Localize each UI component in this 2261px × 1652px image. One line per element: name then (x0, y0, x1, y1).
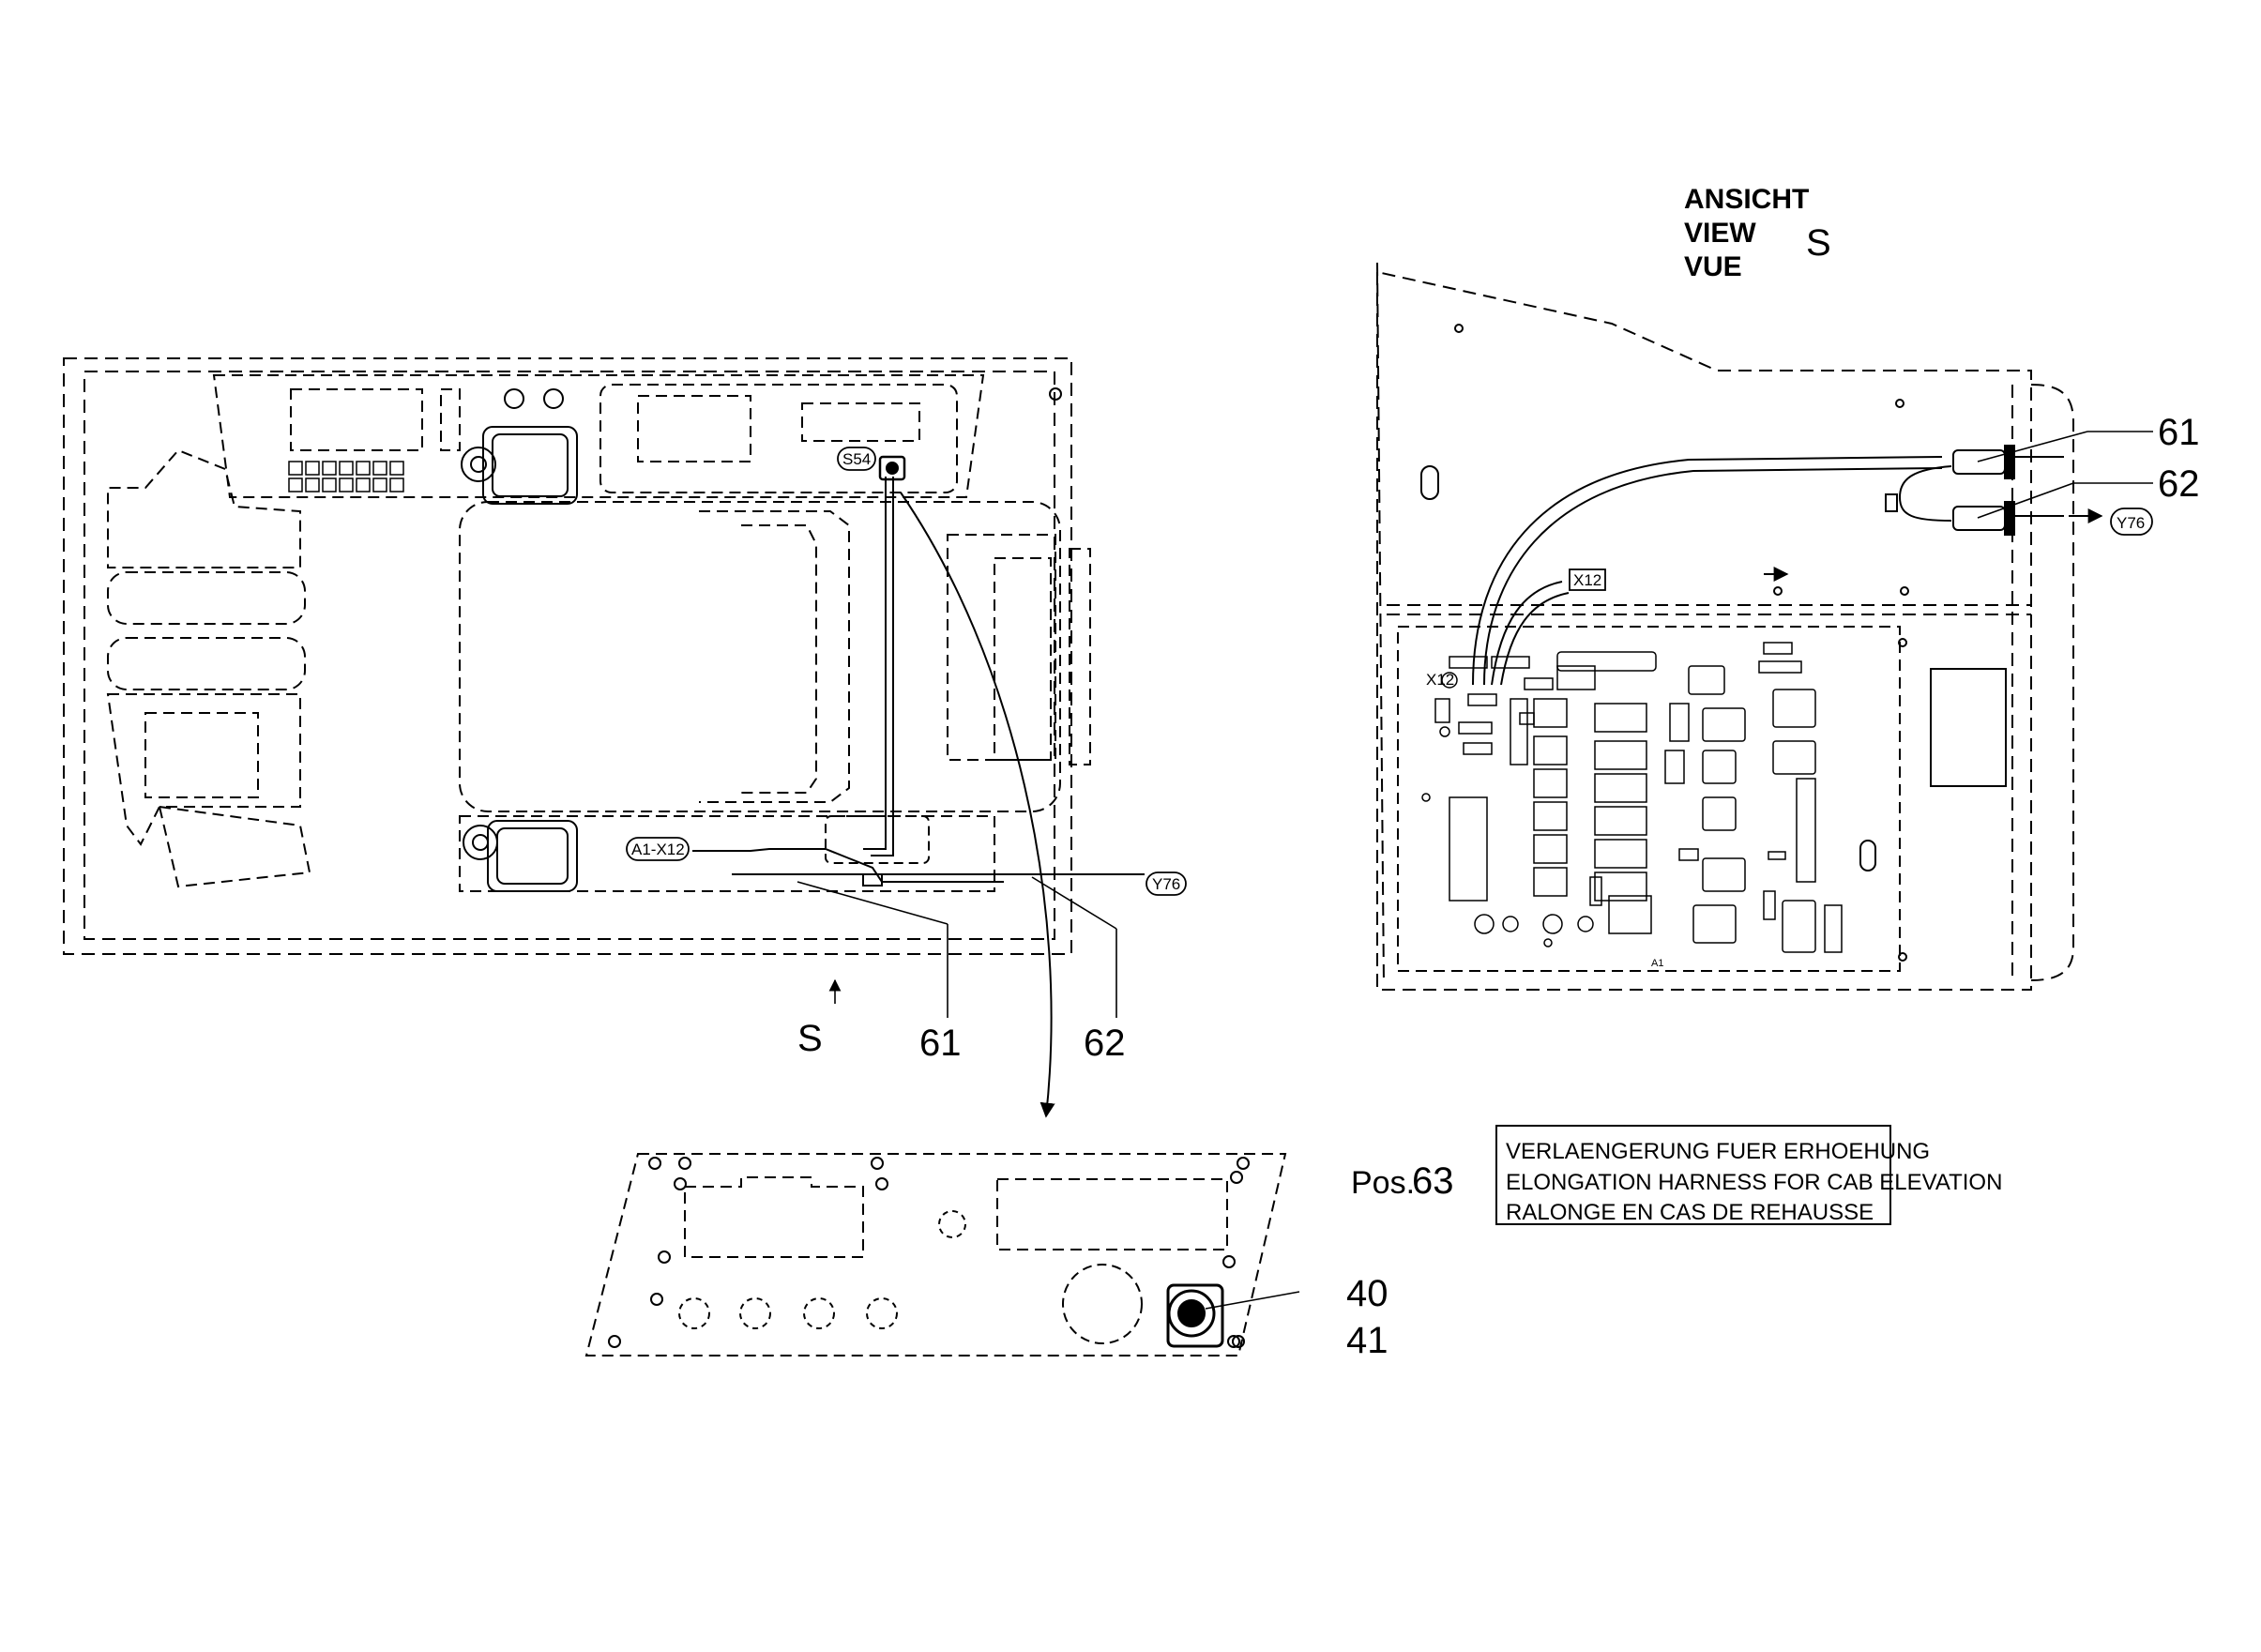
joystick-lower (463, 820, 578, 892)
note-line-en: ELONGATION HARNESS FOR CAB ELEVATION (1506, 1170, 2002, 1195)
joystick-upper (461, 388, 578, 505)
dashboard-plate (584, 1153, 1287, 1356)
harness-cables-right (1472, 445, 2103, 686)
switch-s54 (1166, 1283, 1240, 1348)
tag-a1-x12: A1-X12 (631, 841, 685, 858)
callout-40: 40 (1346, 1273, 1388, 1314)
view-direction-label: S (797, 1018, 823, 1059)
callout-left-61: 61 (919, 1023, 962, 1064)
callout-right-62: 62 (2158, 463, 2200, 505)
view-header-ansicht: ANSICHT (1684, 184, 1809, 215)
control-board-a1 (1421, 642, 1843, 953)
tag-a1: A1 (1651, 958, 1663, 969)
seat-assembly (106, 448, 311, 888)
view-header-letter: S (1806, 222, 1831, 264)
note-line-fr: RALONGE EN CAS DE REHAUSSE (1506, 1200, 1874, 1225)
note-line-de: VERLAENGERUNG FUER ERHOEHUNG (1506, 1139, 1930, 1164)
control-console (212, 374, 985, 498)
view-s-panel (1376, 262, 2074, 991)
tag-x12-board: X12 (1426, 671, 1454, 689)
leader-lines-bottom (1205, 1291, 1300, 1310)
keypad (288, 461, 404, 493)
pos-number: 63 (1412, 1160, 1454, 1202)
connector-tag-shapes (626, 447, 2153, 896)
harness-cables-left (692, 455, 1145, 1118)
note-box-frame (1495, 1125, 1891, 1225)
tag-y76-left: Y76 (1152, 875, 1180, 893)
callout-left-62: 62 (1084, 1023, 1126, 1064)
callout-41: 41 (1346, 1320, 1388, 1361)
tag-s54: S54 (842, 450, 871, 468)
pos-prefix: Pos. (1351, 1165, 1415, 1201)
view-header-view: VIEW (1684, 218, 1756, 249)
view-header-vue: VUE (1684, 251, 1742, 282)
tag-y76-right: Y76 (2117, 514, 2145, 532)
leader-lines-left (797, 876, 1117, 1018)
tag-x12-cable: X12 (1573, 571, 1601, 589)
leader-lines-right (1977, 431, 2153, 519)
callout-right-61: 61 (2158, 412, 2200, 453)
cab-top-view (63, 357, 1091, 955)
seat-frame (459, 501, 1091, 892)
